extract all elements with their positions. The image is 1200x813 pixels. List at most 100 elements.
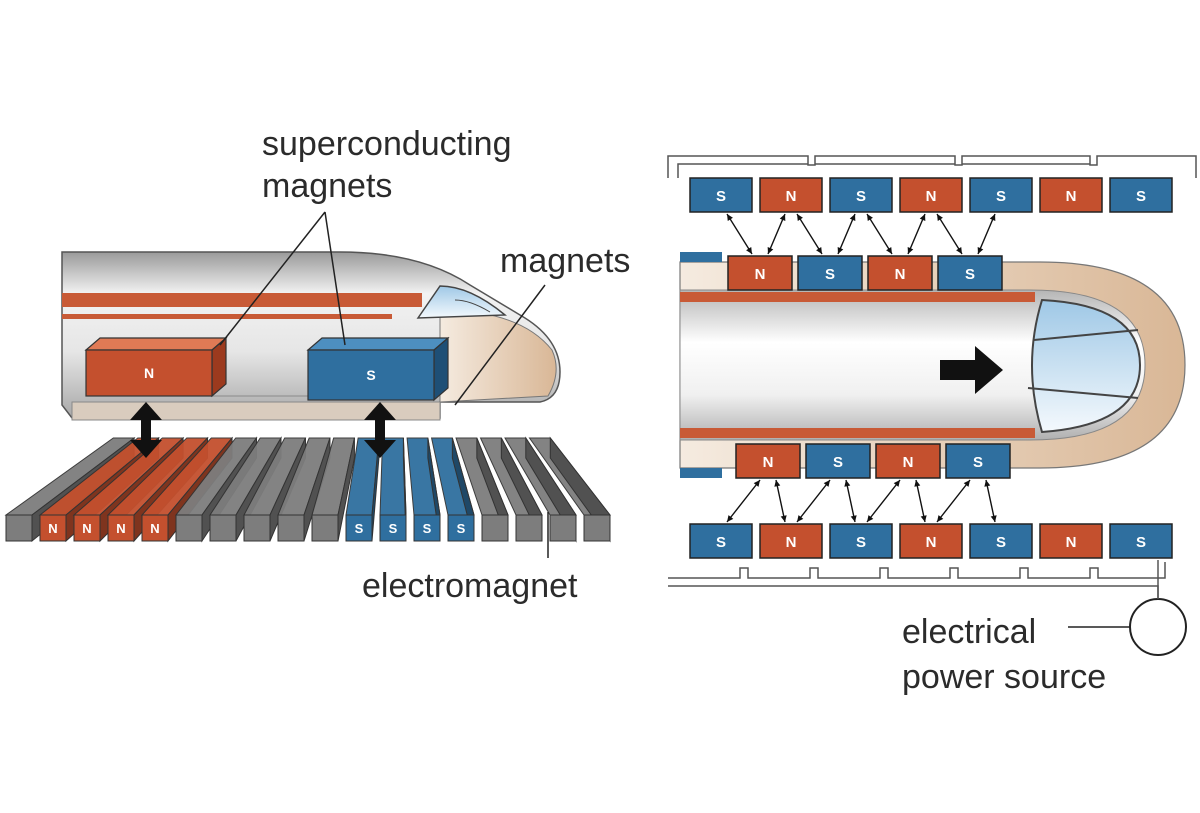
force-arrow [984, 479, 997, 523]
top-wiring [667, 155, 1197, 178]
guideway-magnet: S [969, 177, 1033, 213]
force-arrow [977, 213, 996, 255]
guideway-magnet-label: N [926, 188, 937, 205]
force-arrow [936, 479, 971, 523]
rail-pole-label: S [457, 521, 466, 536]
guideway-magnet-label: N [786, 534, 797, 551]
rail-pole-label: N [150, 521, 159, 536]
train-magnet: S [937, 255, 1003, 291]
force-arrow [767, 213, 786, 255]
train-magnet-south-label: S [366, 367, 375, 383]
train-magnet: S [797, 255, 863, 291]
force-arrow [914, 479, 927, 523]
guideway-magnet: S [829, 177, 893, 213]
train-magnet-south: S [306, 336, 450, 402]
rail-bar [277, 437, 331, 542]
guideway-magnet-label: S [856, 534, 866, 551]
train-magnet: N [727, 255, 793, 291]
train-magnet: N [735, 443, 801, 479]
rail-bar [528, 436, 612, 543]
magnetic-force-arrows [726, 213, 997, 523]
power-source-label-line2: power source [902, 658, 1106, 696]
electromagnet-label: electromagnet [362, 567, 578, 605]
train-magnet-label: N [903, 454, 914, 471]
guideway-magnet-label: S [996, 534, 1006, 551]
force-arrow [844, 479, 857, 523]
train-magnet-label: N [895, 266, 906, 283]
levitation-arrow-north [130, 402, 162, 458]
train-magnet-label: S [965, 266, 975, 283]
guideway-magnet: S [969, 523, 1033, 559]
rail-pole-label: N [82, 521, 91, 536]
power-source-symbol [1068, 560, 1187, 656]
guideway-magnet: S [1109, 523, 1173, 559]
train-magnet: S [805, 443, 871, 479]
rail-bar [311, 437, 356, 542]
rail-pole-label: N [48, 521, 57, 536]
power-source-label-line1: electrical [902, 613, 1036, 651]
force-arrow [796, 479, 831, 523]
guideway-magnet-label: N [786, 188, 797, 205]
guideway-magnet-label: N [926, 534, 937, 551]
rail-bar: S [406, 437, 441, 542]
rail-bar [479, 437, 543, 542]
train-magnet-north: N [84, 336, 228, 398]
guideway-magnet: N [899, 523, 963, 559]
guideway-magnet-label: S [856, 188, 866, 205]
magnets-label: magnets [500, 242, 630, 280]
leader-lines-left [219, 211, 549, 558]
force-arrow [866, 213, 893, 255]
force-arrow [774, 479, 787, 523]
guideway-magnet: N [1039, 523, 1103, 559]
guideway-magnet: N [899, 177, 963, 213]
guideway-magnet: S [689, 523, 753, 559]
force-arrow [726, 479, 761, 523]
rail-bar: S [345, 437, 380, 542]
rail-bar [504, 436, 577, 543]
train-magnet-label: N [755, 266, 766, 283]
train-magnet: N [875, 443, 941, 479]
superconducting-label-line1: superconducting [262, 125, 512, 163]
rail-pole-label: S [423, 521, 432, 536]
guideway-magnet-label: S [1136, 534, 1146, 551]
levitation-arrow-south [364, 402, 396, 458]
train-magnet-label: S [973, 454, 983, 471]
guideway-magnet-label: S [1136, 188, 1146, 205]
force-arrow [907, 213, 926, 255]
bottom-wiring [668, 562, 1166, 600]
force-arrow [796, 213, 823, 255]
guideway-magnet-label: S [716, 534, 726, 551]
rail-pole-label: N [116, 521, 125, 536]
force-arrow [866, 479, 901, 523]
guideway-magnet: S [689, 177, 753, 213]
guideway-magnet: N [759, 177, 823, 213]
guideway-magnet: N [1039, 177, 1103, 213]
force-arrow [837, 213, 856, 255]
guideway-magnet-label: S [716, 188, 726, 205]
rail-bar: S [379, 437, 407, 542]
rail-pole-label: S [355, 521, 364, 536]
guideway-magnet: S [829, 523, 893, 559]
rail-bar [455, 437, 509, 542]
guideway-magnet-label: N [1066, 188, 1077, 205]
train-magnet-label: S [825, 266, 835, 283]
guideway-magnet-label: S [996, 188, 1006, 205]
train-pod [679, 252, 1186, 478]
guideway-magnet: N [759, 523, 823, 559]
train-magnet-north-label: N [144, 365, 154, 381]
force-arrow [936, 213, 963, 255]
force-arrow [726, 213, 753, 255]
train-magnet-label: S [833, 454, 843, 471]
train-magnet: N [867, 255, 933, 291]
guideway-magnet: S [1109, 177, 1173, 213]
rail-bar: S [430, 437, 475, 542]
guideway-magnet-label: N [1066, 534, 1077, 551]
right-panel: S N S N S N S N S N S N S N S S N S N S N S electrical pow… [667, 155, 1197, 696]
rail-pole-label: S [389, 521, 398, 536]
train-magnet: S [945, 443, 1011, 479]
